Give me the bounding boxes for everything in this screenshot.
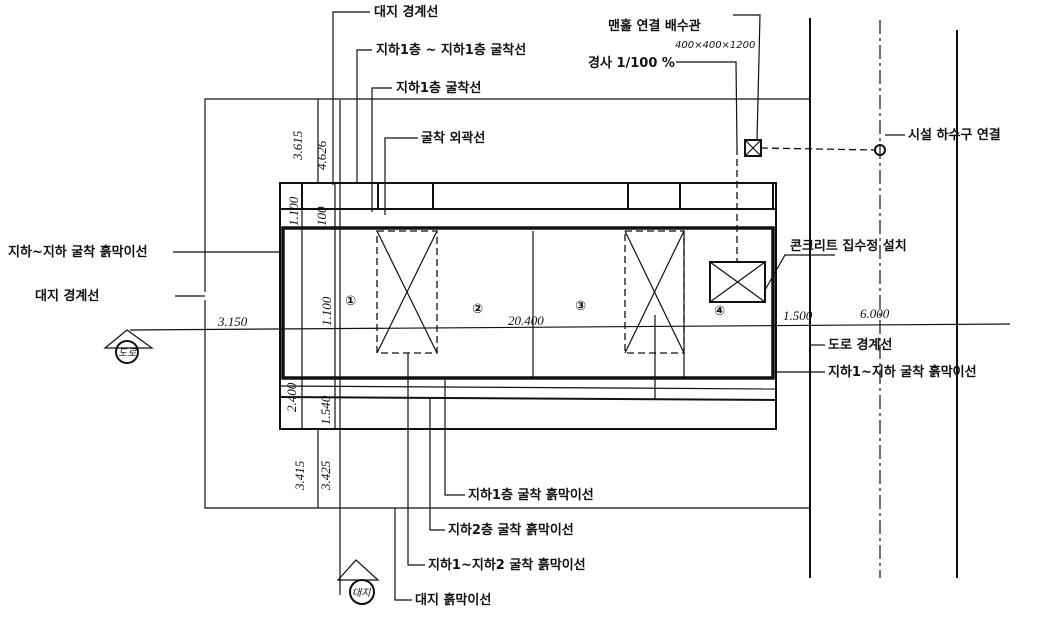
label-pipe-dim: 400×400×1200 bbox=[675, 40, 755, 51]
leader-catch-basin bbox=[764, 254, 835, 291]
label-sheeting-b2: 지하2층 굴착 흙막이선 bbox=[448, 522, 574, 538]
excavation-line-lower-inner bbox=[279, 385, 777, 390]
top-bump-middle bbox=[432, 182, 629, 209]
dim-4626: 4.626 bbox=[314, 140, 329, 170]
site-boundary-bottom bbox=[204, 300, 810, 509]
label-sheeting-b1: 지하1층 굴착 흙막이선 bbox=[468, 487, 594, 503]
leader-exc-line bbox=[384, 137, 418, 215]
zone-4: ④ bbox=[714, 304, 725, 319]
dim-100b: 100 bbox=[314, 206, 329, 226]
leader-b1-exc bbox=[371, 87, 392, 212]
leader-sheeting-b3 bbox=[407, 353, 425, 566]
label-pipe-slope: 경사 1/100 % bbox=[588, 55, 675, 71]
direction-marker-bottom bbox=[336, 559, 380, 581]
leader-boundary-top bbox=[332, 11, 370, 185]
leader-b1-exc-top bbox=[356, 49, 372, 183]
dim-3425: 3.425 bbox=[318, 460, 333, 491]
excavation-line-lower bbox=[279, 396, 777, 401]
leader-pipe-slope bbox=[676, 61, 738, 149]
dim-3615: 3.615 bbox=[290, 130, 305, 161]
sheeting-line-rect bbox=[281, 226, 775, 380]
label-sheeting-b3: 지하1~지하2 굴착 흙막이선 bbox=[428, 557, 586, 573]
dim-1100: 1.100 bbox=[319, 296, 334, 326]
label-sheeting-right: 지하1~지하 굴착 흙막이선 bbox=[828, 364, 977, 380]
marker-top-text: 도로 bbox=[118, 348, 137, 359]
drain-pipe-horizontal bbox=[760, 147, 876, 151]
zone-3: ③ bbox=[575, 299, 586, 314]
label-boundary-left: 대지 경계선 bbox=[35, 288, 99, 304]
dim-2400: 2.400 bbox=[284, 382, 299, 412]
leader-sheeting-b1 bbox=[444, 380, 465, 496]
dim-1500: 1.500 bbox=[783, 308, 813, 323]
direction-marker-top-circle bbox=[115, 340, 139, 364]
direction-marker-top bbox=[103, 329, 154, 349]
label-public-sewer: 시설 하수구 연결 bbox=[908, 127, 1001, 143]
label-road-bound: 도로 경계선 bbox=[828, 337, 892, 353]
label-manhole: 맨홀 연결 배수관 bbox=[608, 18, 701, 34]
dim-3150: 3.150 bbox=[217, 314, 248, 329]
site-boundary-top bbox=[204, 98, 810, 292]
label-exc-line: 굴착 외곽선 bbox=[421, 130, 485, 146]
label-boundary-top: 대지 경계선 bbox=[374, 4, 438, 20]
label-b1-exc: 지하1층 굴착선 bbox=[396, 80, 481, 96]
zone-2: ② bbox=[472, 302, 483, 317]
leader-manhole bbox=[733, 14, 761, 141]
leader-boundary-bottom bbox=[394, 508, 412, 601]
label-boundary-bottom: 대지 흙막이선 bbox=[415, 592, 491, 608]
label-sheeting-left: 지하~지하 굴착 흙막이선 bbox=[8, 244, 148, 260]
dim-1540: 1.540 bbox=[318, 395, 333, 425]
opening-1 bbox=[376, 230, 438, 354]
center-axis-line bbox=[129, 323, 1011, 331]
marker-bottom-text: 대지 bbox=[352, 587, 371, 599]
direction-marker-bottom-circle bbox=[349, 579, 375, 605]
leader-sheeting-b2 bbox=[429, 398, 445, 531]
dim-3415: 3.415 bbox=[292, 460, 307, 491]
label-catch-basin: 콘크리트 집수정 설치 bbox=[790, 238, 907, 254]
excavation-outer-outline bbox=[279, 182, 777, 430]
dim-1100a: 1.100 bbox=[286, 196, 301, 226]
dim-6000: 6.000 bbox=[860, 306, 890, 321]
zone-1: ① bbox=[345, 294, 356, 309]
dim-20400: 20.400 bbox=[508, 313, 544, 328]
top-bump-right bbox=[679, 182, 774, 209]
label-b1-exc-top: 지하1층 ~ 지하1층 굴착선 bbox=[376, 42, 526, 58]
sewer-connection-point bbox=[874, 144, 886, 156]
